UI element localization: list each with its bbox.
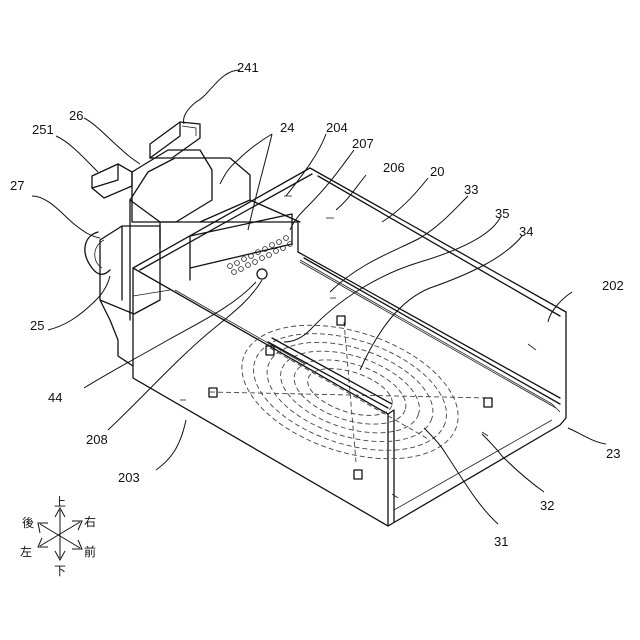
compass-left-label: 左 — [20, 544, 32, 559]
label-34: 34 — [519, 224, 533, 239]
direction-compass: 上 下 左 右 前 後 — [20, 495, 96, 578]
compass-front-label: 前 — [84, 544, 96, 559]
compass-down-label: 下 — [54, 564, 66, 578]
compass-up-label: 上 — [54, 495, 66, 509]
label-208: 208 — [86, 432, 108, 447]
label-32: 32 — [540, 498, 554, 513]
cross-bar — [268, 338, 392, 408]
compass-right-label: 右 — [84, 514, 96, 529]
mark-202 — [528, 344, 536, 350]
label-251: 251 — [32, 122, 54, 137]
label-202: 202 — [602, 278, 624, 293]
label-25: 25 — [30, 318, 44, 333]
label-203: 203 — [118, 470, 140, 485]
leader-lines — [32, 70, 606, 524]
label-23: 23 — [606, 446, 620, 461]
label-206: 206 — [383, 160, 405, 175]
label-33: 33 — [464, 182, 478, 197]
label-26: 26 — [69, 108, 83, 123]
label-20: 20 — [430, 164, 444, 179]
compass-back-label: 後 — [22, 516, 34, 530]
label-27: 27 — [10, 178, 24, 193]
label-241: 241 — [237, 60, 259, 75]
label-44: 44 — [48, 390, 62, 405]
label-31: 31 — [494, 534, 508, 549]
label-204: 204 — [326, 120, 348, 135]
upper-assembly — [85, 122, 300, 366]
label-24: 24 — [280, 120, 294, 135]
label-207: 207 — [352, 136, 374, 151]
label-35: 35 — [495, 206, 509, 221]
